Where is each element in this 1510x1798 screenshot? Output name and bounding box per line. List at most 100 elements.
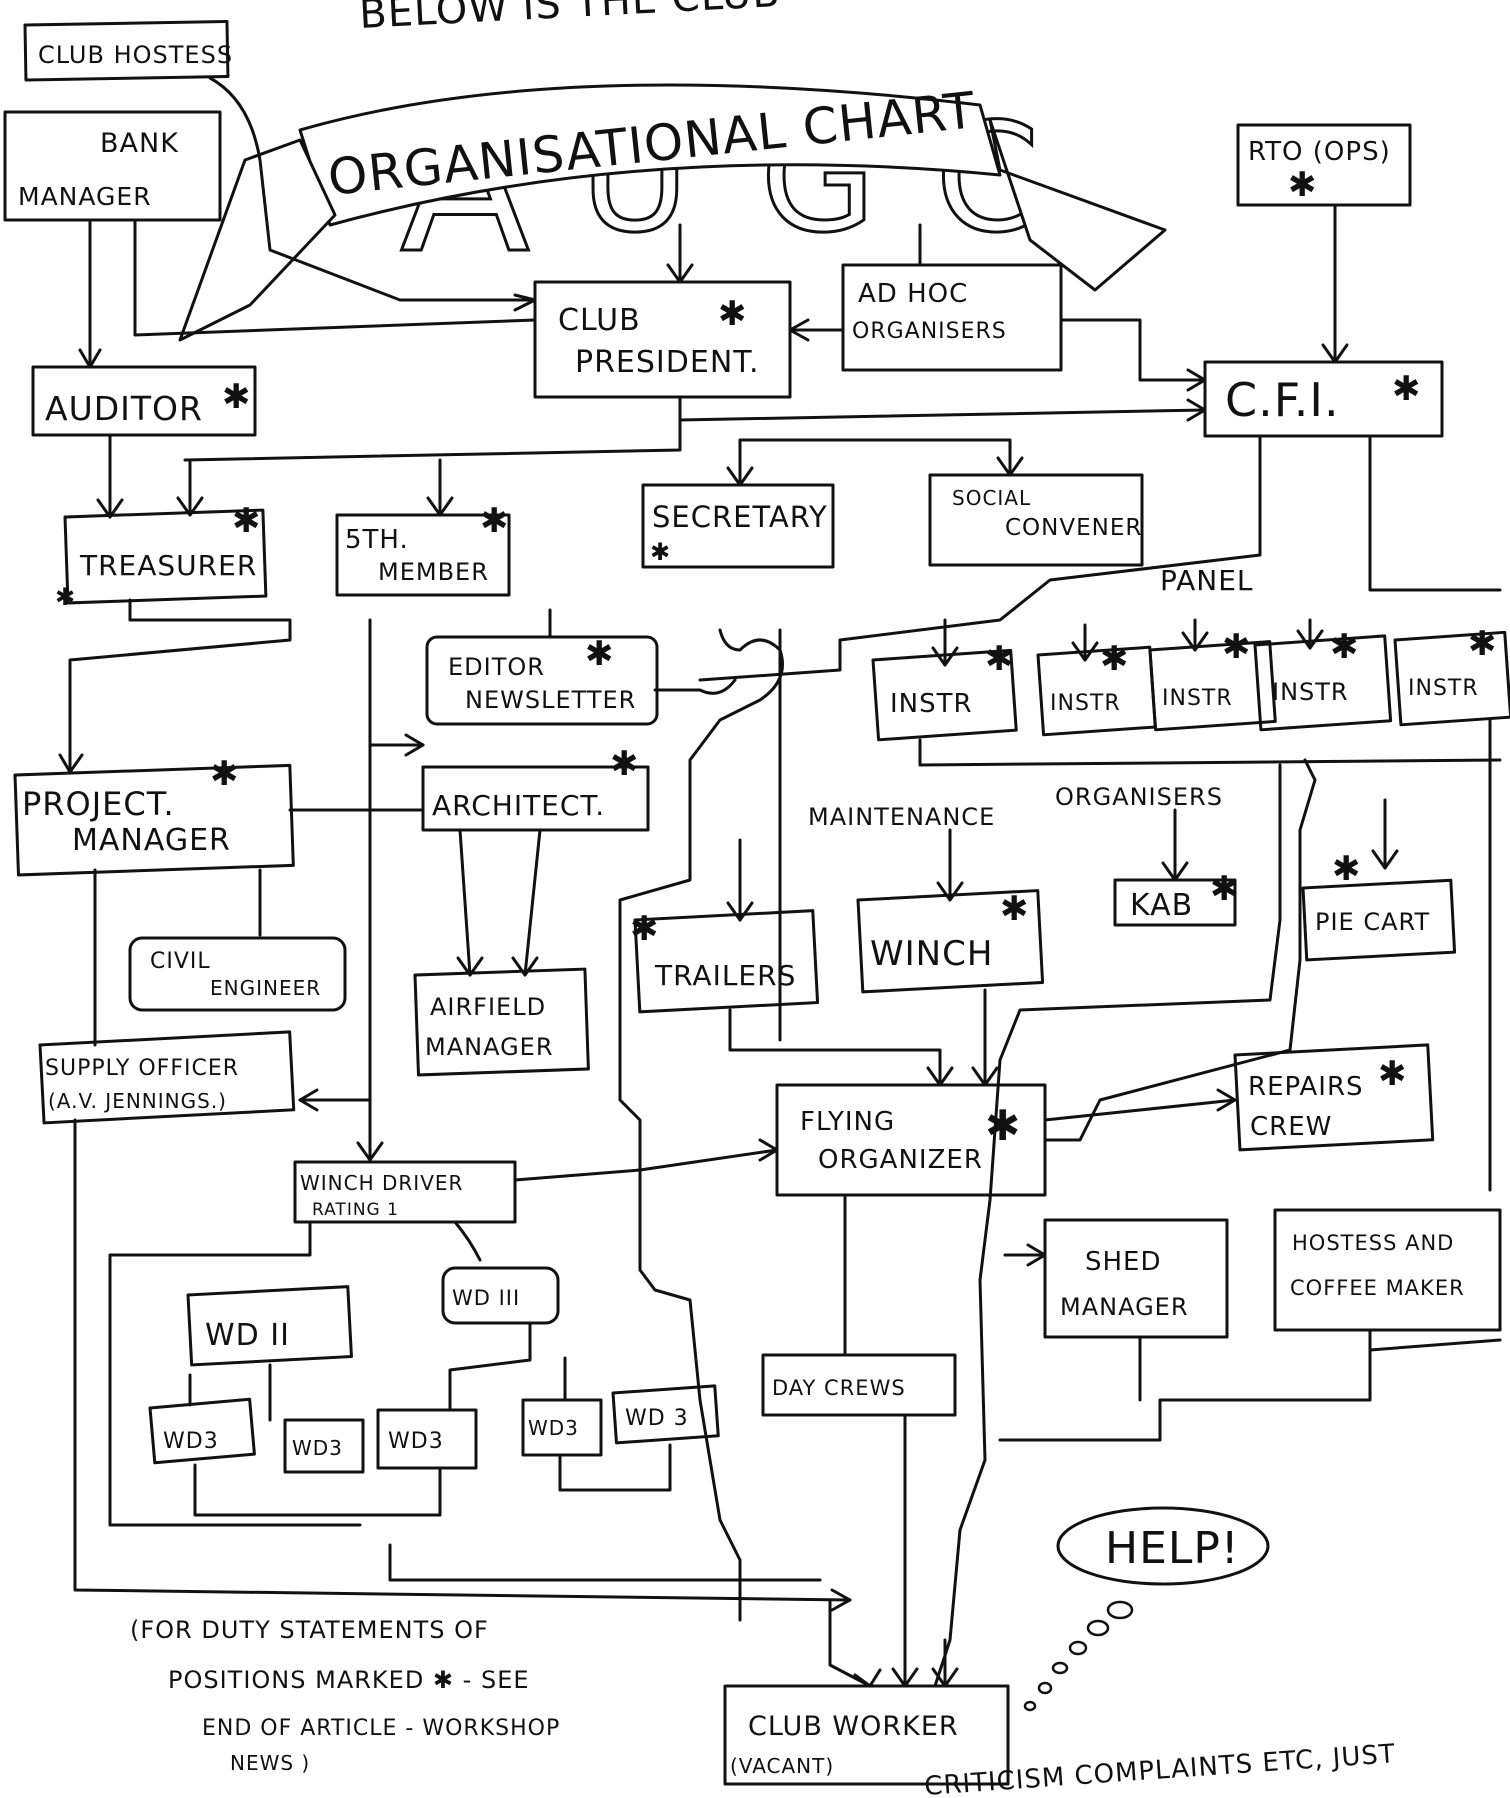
repairs-crew-label-1: REPAIRS xyxy=(1248,1072,1364,1102)
help-bubble-text: HELP! xyxy=(1105,1523,1240,1574)
club-president-label-2: PRESIDENT. xyxy=(575,345,760,380)
wd3-box-1 xyxy=(148,1397,256,1465)
fifth-member-label-1: 5TH. xyxy=(345,525,409,555)
instr-marker-5: ✱ xyxy=(1468,624,1498,664)
fifth-member-box xyxy=(335,513,511,597)
instr-label-1: INSTR xyxy=(890,689,973,719)
day-crews-box xyxy=(761,1353,957,1417)
pie-cart-box xyxy=(1301,878,1457,962)
winch-driver-label-2: RATING 1 xyxy=(312,1200,399,1220)
title-banner: ORGANISATIONAL CHART xyxy=(178,81,1167,342)
airfield-manager-label-2: MANAGER xyxy=(425,1033,554,1061)
thought-dot-1 xyxy=(1106,1600,1134,1620)
winch-driver-label-1: WINCH DRIVER xyxy=(300,1171,463,1195)
project-manager-box xyxy=(13,763,295,877)
wd2-box xyxy=(186,1285,353,1367)
ad-hoc-label-2: ORGANISERS xyxy=(852,319,1007,344)
flying-organizer-label-1: FLYING xyxy=(800,1107,895,1137)
hostess-coffee-label-1: HOSTESS AND xyxy=(1292,1231,1454,1255)
fifth-member-label-2: MEMBER xyxy=(378,558,489,586)
civil-engineer-label-1: CIVIL xyxy=(150,949,211,974)
auditor-box xyxy=(31,365,257,437)
footnote-line-3: END OF ARTICLE - WORKSHOP xyxy=(202,1716,560,1741)
treasurer-marker-2: ✱ xyxy=(55,583,76,611)
shed-manager-label-2: MANAGER xyxy=(1060,1293,1189,1321)
editor-newsletter-box xyxy=(425,635,659,726)
pie-cart-marker: ✱ xyxy=(1332,849,1362,889)
social-convener-label-2: CONVENER xyxy=(1005,515,1142,541)
cfi-box xyxy=(1203,360,1444,438)
wd3-roman-label: WD III xyxy=(452,1286,520,1310)
instr-marker-1: ✱ xyxy=(985,639,1015,679)
cfi-marker: ✱ xyxy=(1392,369,1422,409)
shed-manager-label-1: SHED xyxy=(1085,1247,1162,1277)
thought-dot-6 xyxy=(1023,1700,1037,1712)
kab-label: KAB xyxy=(1130,888,1193,923)
club-hostess-box xyxy=(23,19,230,82)
hostess-coffee-label-2: COFFEE MAKER xyxy=(1290,1276,1465,1300)
footnote-line-1: (FOR DUTY STATEMENTS OF xyxy=(130,1616,489,1644)
trailers-label: TRAILERS xyxy=(654,959,796,992)
instr-label-4: INSTR xyxy=(1272,678,1349,706)
trailers-box xyxy=(633,909,820,1014)
instr-box-4 xyxy=(1253,634,1393,732)
cfi-label: C.F.I. xyxy=(1225,373,1340,427)
club-president-label-1: CLUB xyxy=(558,303,641,338)
auditor-label: AUDITOR xyxy=(45,389,203,428)
treasurer-marker-1: ✱ xyxy=(232,501,262,541)
wd2-label: WD II xyxy=(205,1318,290,1353)
wd3-box-5 xyxy=(611,1384,720,1445)
instr-box-3 xyxy=(1148,640,1277,732)
wd3-box-3 xyxy=(376,1408,478,1470)
auditor-marker: ✱ xyxy=(222,377,252,417)
project-manager-label-2: MANAGER xyxy=(72,823,231,858)
wd3-label-4: WD3 xyxy=(528,1416,579,1440)
instr-marker-3: ✱ xyxy=(1222,627,1252,667)
winch-label: WINCH xyxy=(870,934,993,974)
wd3-label-3: WD3 xyxy=(388,1429,444,1454)
editor-newsletter-marker: ✱ xyxy=(585,634,615,674)
project-manager-label-1: PROJECT. xyxy=(22,785,175,823)
thought-dot-2 xyxy=(1086,1619,1110,1637)
help-thought-bubble: HELP! xyxy=(1023,1506,1270,1712)
instr-box-5 xyxy=(1393,630,1510,727)
footnote-line-2: POSITIONS MARKED ✱ - SEE xyxy=(168,1666,530,1694)
bank-manager-box xyxy=(3,110,222,222)
rto-ops-marker: ✱ xyxy=(1288,165,1318,205)
rto-ops-box xyxy=(1236,123,1412,207)
supply-officer-box xyxy=(38,1030,296,1125)
instr-label-5: INSTR xyxy=(1408,676,1479,701)
secretary-marker: ✱ xyxy=(650,538,671,566)
airfield-manager-label-1: AIRFIELD xyxy=(430,993,546,1021)
wd3-roman-box xyxy=(441,1266,560,1325)
wd3-label-1: WD3 xyxy=(163,1429,219,1454)
hostess-coffee-box xyxy=(1273,1208,1502,1332)
treasurer-box xyxy=(63,508,268,605)
instr-marker-4: ✱ xyxy=(1330,627,1360,667)
wd3-label-2: WD3 xyxy=(292,1436,343,1460)
editor-newsletter-label-2: NEWSLETTER xyxy=(465,686,636,714)
footnote-line-4: NEWS ) xyxy=(230,1751,310,1775)
social-convener-box xyxy=(928,473,1144,567)
footnote: (FOR DUTY STATEMENTS OF POSITIONS MARKED… xyxy=(130,1616,560,1775)
fifth-member-marker: ✱ xyxy=(480,501,510,541)
ad-hoc-organisers-box xyxy=(841,263,1063,372)
day-crews-label: DAY CREWS xyxy=(772,1376,906,1400)
airfield-manager-box xyxy=(413,967,590,1077)
civil-engineer-box xyxy=(128,936,347,1012)
maintenance-label: MAINTENANCE xyxy=(808,803,995,831)
treasurer-label: TREASURER xyxy=(79,549,257,582)
wd3-box-2 xyxy=(283,1418,365,1474)
project-manager-marker: ✱ xyxy=(210,754,240,794)
wd3-label-5: WD 3 xyxy=(625,1406,689,1431)
club-worker-label-1: CLUB WORKER xyxy=(748,1711,959,1742)
flying-organizer-marker: ✱ xyxy=(985,1101,1021,1150)
social-convener-label-1: SOCIAL xyxy=(952,486,1031,510)
supply-officer-label-2: (A.V. JENNINGS.) xyxy=(48,1089,227,1113)
shed-manager-box xyxy=(1043,1218,1229,1339)
flying-organizer-label-2: ORGANIZER xyxy=(818,1145,983,1175)
architect-label: ARCHITECT. xyxy=(432,789,605,822)
connector-lines xyxy=(58,76,1502,1688)
ad-hoc-label-1: AD HOC xyxy=(858,279,968,309)
